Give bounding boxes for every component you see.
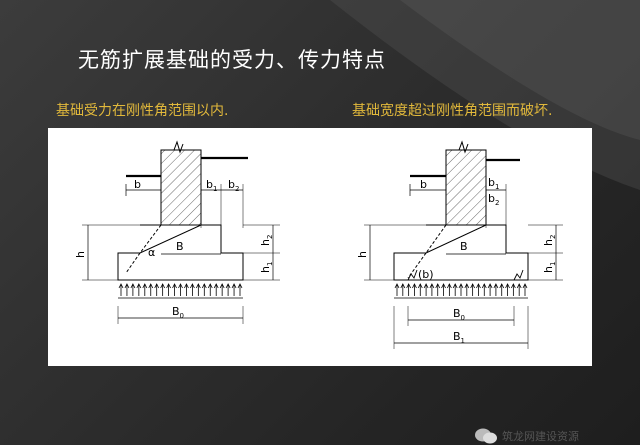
label-h1-right: h1	[542, 262, 557, 273]
label-h-left: h	[74, 251, 87, 258]
label-B0-right: B0	[453, 307, 465, 322]
label-h1-left: h1	[259, 262, 274, 273]
diagram-right	[364, 140, 563, 349]
label-b2-left: b2	[228, 178, 239, 193]
label-b-right: b	[420, 178, 427, 191]
label-B-right: B	[460, 240, 468, 253]
label-b-left: b	[134, 178, 141, 191]
diagram-panel: b b1 b2 h h2 h1 B α B0	[48, 128, 592, 366]
label-B1-right: B1	[453, 330, 465, 345]
watermark-text: 筑龙网建设资源	[502, 430, 579, 443]
label-b1-left: b1	[206, 178, 217, 193]
label-B0-left: B0	[172, 305, 184, 320]
wall-left	[160, 149, 202, 226]
caption-right: 基础宽度超过刚性角范围而破坏.	[352, 103, 553, 119]
wechat-icon	[475, 428, 497, 444]
label-b2-right: b2	[488, 192, 499, 207]
slide-title: 无筋扩展基础的受力、传力特点	[78, 48, 386, 72]
label-h2-right: h2	[542, 235, 557, 246]
label-B-left: B	[176, 240, 184, 253]
label-h-right: h	[356, 251, 369, 258]
label-b1-right: b1	[488, 176, 499, 191]
diagram-left	[82, 140, 280, 324]
watermark: 筑龙网建设资源	[474, 426, 640, 445]
caption-left: 基础受力在刚性角范围以内.	[56, 103, 229, 119]
label-b-paren-right: (b)	[418, 268, 434, 281]
label-h2-left: h2	[259, 235, 274, 246]
label-alpha-left: α	[148, 246, 155, 259]
wall-right	[445, 149, 487, 226]
